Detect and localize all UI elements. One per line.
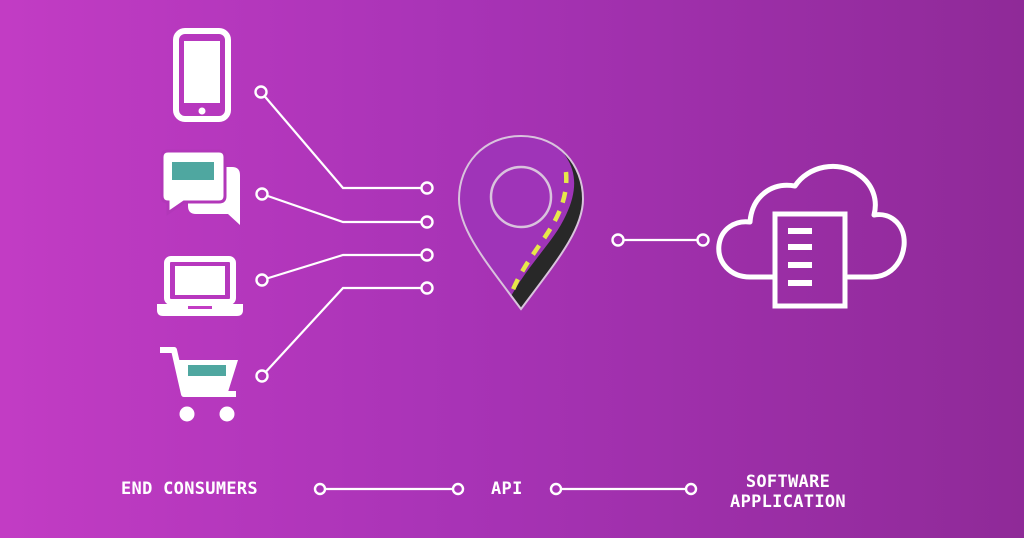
api-to-software-connector <box>611 233 710 247</box>
shopping-cart-icon <box>160 347 238 422</box>
connector-smartphone <box>260 91 424 190</box>
chat-bubbles-icon <box>160 149 240 225</box>
software-application-label: SOFTWARE APPLICATION <box>714 472 862 512</box>
connector-chat <box>261 192 424 224</box>
consumer-connectors <box>260 91 424 377</box>
api-label: API <box>491 479 523 499</box>
software-label-line2: APPLICATION <box>730 492 846 512</box>
map-pin-road-icon <box>457 134 585 311</box>
connector-laptop <box>261 253 424 282</box>
cloud-server-icon <box>716 163 907 309</box>
end-consumers-label: END CONSUMERS <box>121 479 258 499</box>
laptop-icon <box>157 256 243 316</box>
connector-nodes <box>254 85 434 383</box>
legend-connector <box>313 482 698 496</box>
software-label-line1: SOFTWARE <box>745 472 831 492</box>
smartphone-icon <box>173 28 231 122</box>
connector-cart <box>261 286 424 377</box>
